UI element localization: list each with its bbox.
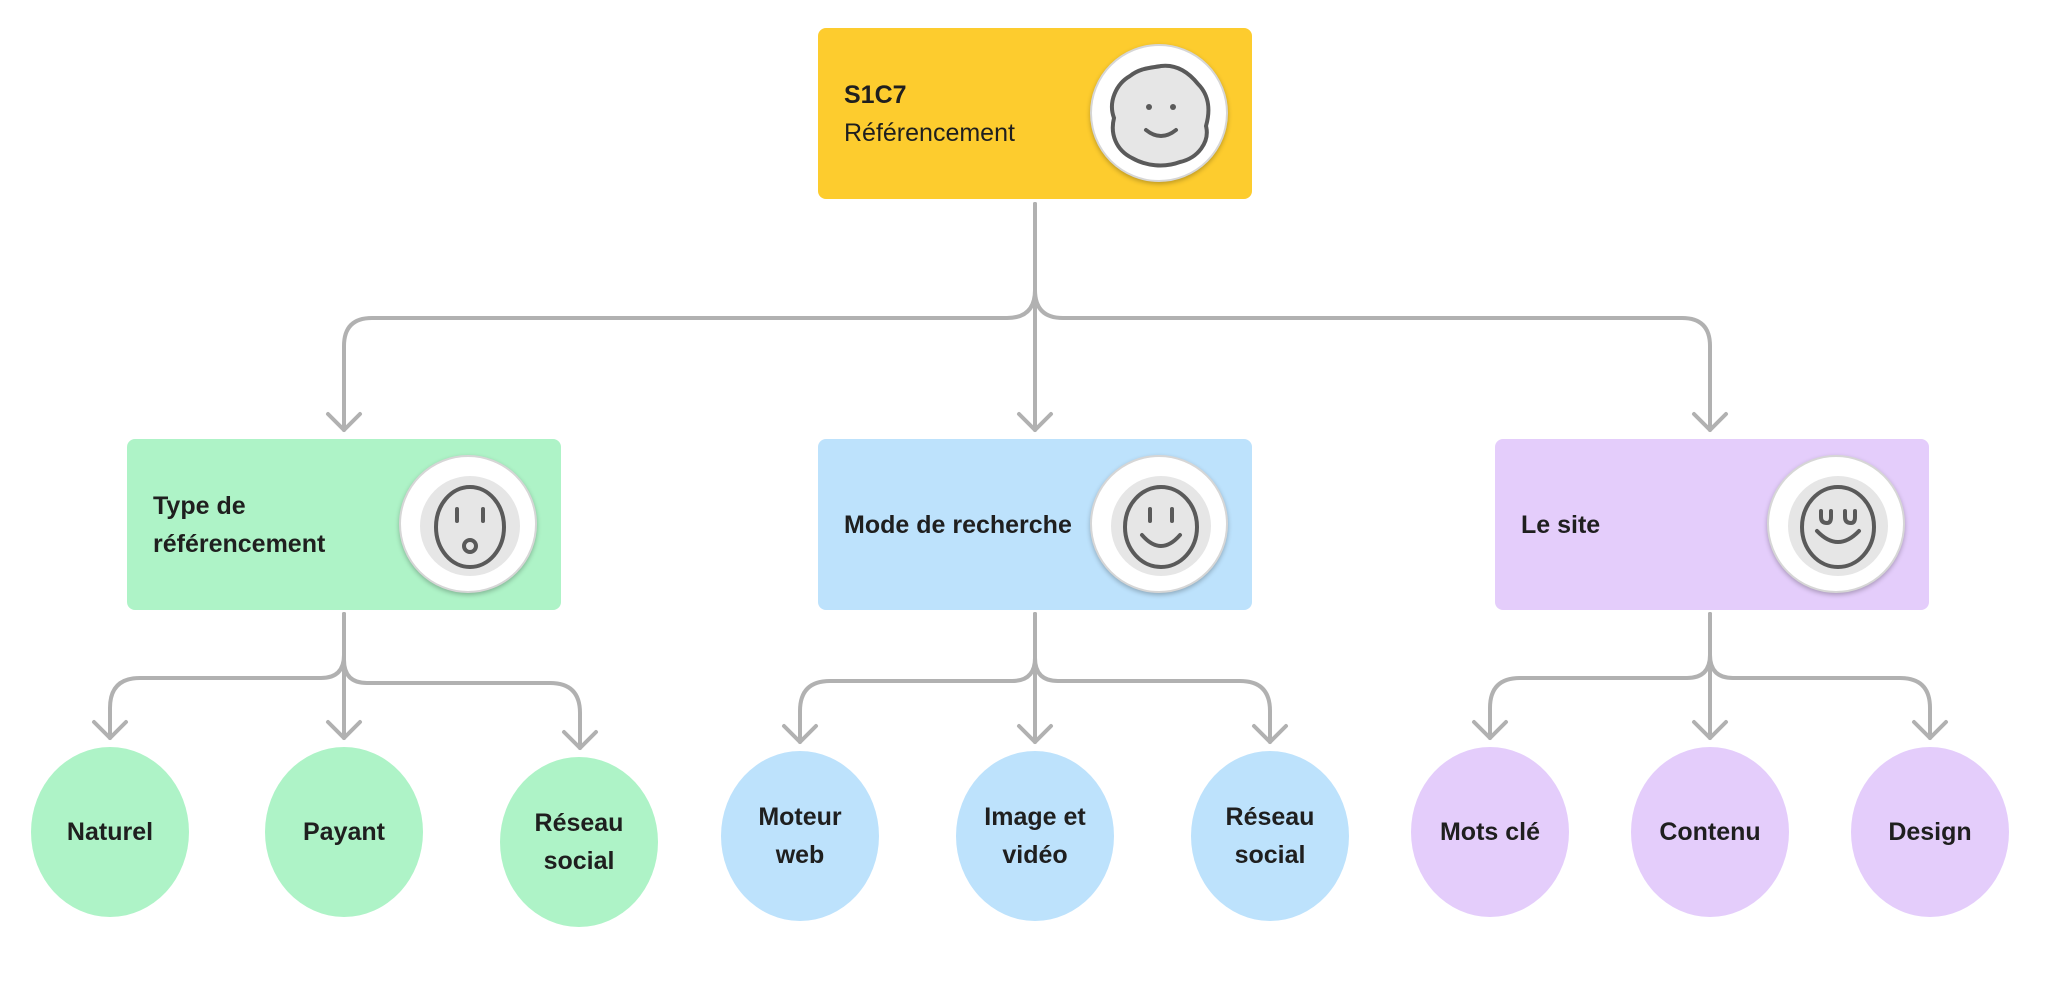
surprised-face-icon <box>420 476 520 576</box>
category-label: Le site <box>1521 510 1601 539</box>
arrowhead-payant <box>326 720 362 740</box>
leaf-label: Image et vidéo <box>984 803 1086 869</box>
category-avatar <box>1090 455 1228 593</box>
leaf-label: Moteur web <box>758 803 842 869</box>
leaf-label: Naturel <box>66 818 154 846</box>
leaf-label: Mots clé <box>1439 818 1541 846</box>
leaf-naturel[interactable]: Naturel <box>31 747 189 917</box>
category-text: Mode de recherche <box>844 439 1072 610</box>
arrowhead-mode <box>1017 412 1053 432</box>
leaf-design[interactable]: Design <box>1851 747 2009 917</box>
connector-site-to-mots <box>1488 612 1712 740</box>
arrowhead-design <box>1912 720 1948 740</box>
category-avatar <box>399 455 537 593</box>
leaf-contenu[interactable]: Contenu <box>1631 747 1789 917</box>
root-card-text: S1C7 Référencement <box>844 28 1015 199</box>
root-title: S1C7 <box>844 80 907 109</box>
root-subtitle: Référencement <box>844 118 1015 147</box>
category-text: Le site <box>1521 439 1600 610</box>
leaf-label: Réseau social <box>534 809 624 875</box>
connector-mode-to-moteur <box>798 612 1037 744</box>
leaf-moteur-web[interactable]: Moteur web <box>721 751 879 921</box>
arrowhead-naturel <box>92 720 128 740</box>
leaf-mots-cle[interactable]: Mots clé <box>1411 747 1569 917</box>
root-card[interactable]: S1C7 Référencement <box>818 28 1252 199</box>
category-card-le-site[interactable]: Le site <box>1495 439 1929 610</box>
connector-root-to-type <box>342 202 1037 432</box>
smiling-face-icon <box>1111 476 1211 576</box>
category-label: Mode de recherche <box>844 510 1072 539</box>
blob-smile-face-icon <box>1110 63 1211 168</box>
leaf-image-et-video[interactable]: Image et vidéo <box>956 751 1114 921</box>
root-avatar <box>1090 44 1228 182</box>
arrowhead-moteur-web <box>782 724 818 744</box>
category-text: Type de référencement <box>153 439 383 610</box>
arrowhead-contenu <box>1692 720 1728 740</box>
connector-type-to-naturel <box>108 612 346 740</box>
happy-closed-eyes-face-icon <box>1788 476 1888 576</box>
connector-root-to-site <box>1033 202 1712 432</box>
connector-type-to-reseau <box>342 612 582 750</box>
leaf-reseau-social[interactable]: Réseau social <box>500 757 658 927</box>
leaf-label: Payant <box>303 818 385 846</box>
connector-mode-to-reseau <box>1033 612 1272 744</box>
category-label: Type de référencement <box>153 491 326 558</box>
category-card-type-de-referencement[interactable]: Type de référencement <box>127 439 561 610</box>
connector-site-to-design <box>1708 612 1932 740</box>
arrowhead-reseau-social-1 <box>562 730 598 750</box>
arrowhead-type <box>326 412 362 432</box>
arrowhead-mots-cle <box>1472 720 1508 740</box>
category-card-mode-de-recherche[interactable]: Mode de recherche <box>818 439 1252 610</box>
leaf-reseau-social[interactable]: Réseau social <box>1191 751 1349 921</box>
arrowhead-site <box>1692 412 1728 432</box>
leaf-label: Design <box>1888 818 1972 846</box>
leaf-label: Réseau social <box>1225 803 1315 869</box>
category-avatar <box>1767 455 1905 593</box>
arrowhead-image-video <box>1017 724 1053 744</box>
leaf-label: Contenu <box>1659 818 1761 846</box>
leaf-payant[interactable]: Payant <box>265 747 423 917</box>
arrowhead-reseau-social-2 <box>1252 724 1288 744</box>
